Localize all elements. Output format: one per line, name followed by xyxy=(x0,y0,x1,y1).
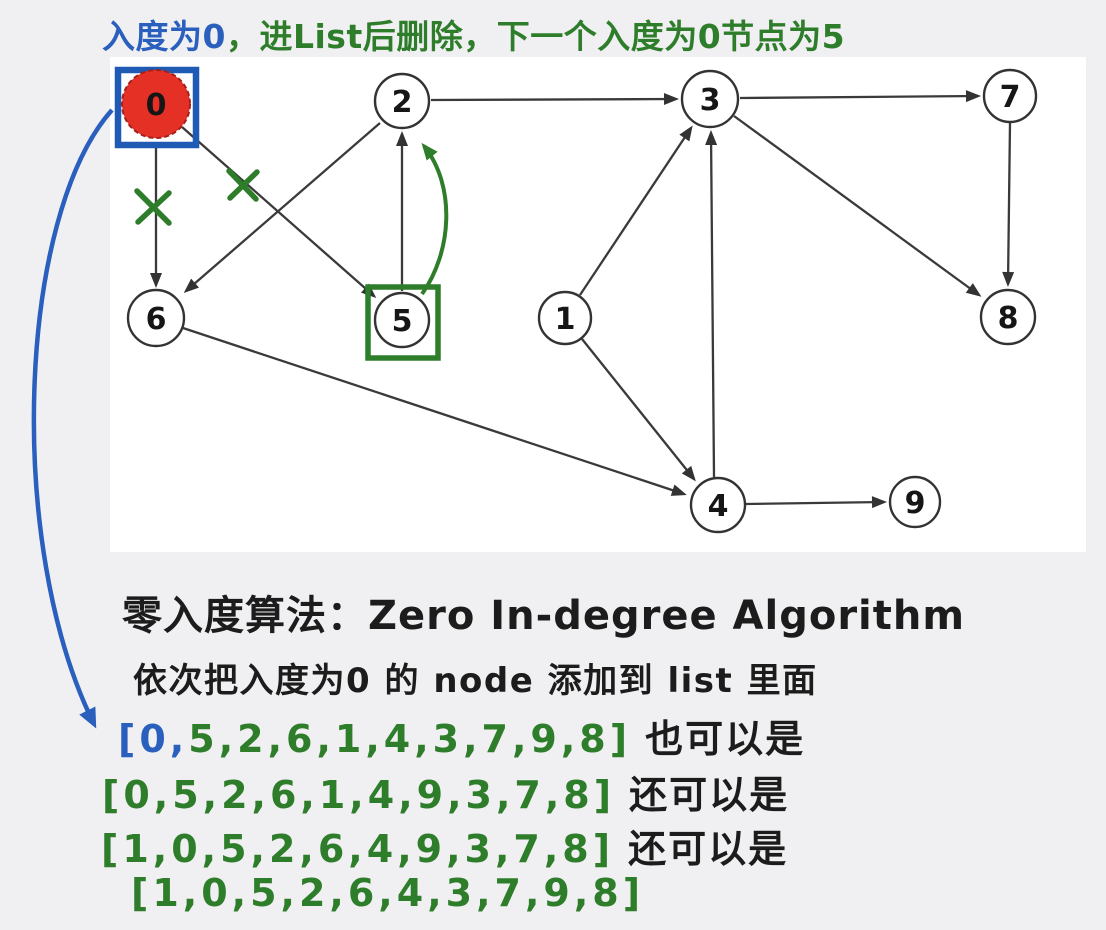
node-8-label: 8 xyxy=(998,301,1019,336)
edge-7-8 xyxy=(1002,122,1015,287)
edge-3-7 xyxy=(739,90,981,103)
green-curved-arrow xyxy=(420,142,449,296)
green-highlight-box xyxy=(365,284,441,361)
node-9-label: 9 xyxy=(905,486,926,521)
ordering-line-4: [1,0,5,2,6,4,3,7,9,8] xyxy=(131,871,644,915)
node-5 xyxy=(373,291,431,349)
top-annotation-blue-part: 入度为0 xyxy=(102,17,226,56)
blue-curved-arrow xyxy=(31,108,114,729)
node-3-label: 3 xyxy=(700,83,721,118)
algorithm-title-cn: 零入度算法： xyxy=(122,593,368,639)
ordering-1-note: 也可以是 xyxy=(645,717,806,761)
edge-1-3 xyxy=(579,125,693,296)
ordering-line-1: [0,5,2,6,1,4,3,7,9,8] 也可以是 xyxy=(118,708,805,763)
node-4 xyxy=(689,476,747,534)
node-7-label: 7 xyxy=(1000,80,1021,115)
node-3 xyxy=(680,69,740,129)
algorithm-subtitle: 依次把入度为0 的 node 添加到 list 里面 xyxy=(133,661,818,701)
node-8 xyxy=(979,288,1037,346)
algorithm-title: 零入度算法：Zero In-degree Algorithm xyxy=(122,583,965,641)
ordering-line-3: [1,0,5,2,6,4,9,3,7,8] 还可以是 xyxy=(101,818,788,873)
node-0-label: 0 xyxy=(146,88,167,123)
edge-6-4 xyxy=(182,326,687,496)
graph-panel xyxy=(110,57,1086,552)
edge-2-3 xyxy=(430,93,679,106)
ordering-1-green: 5,2,6,1,4,3,7,9,8] xyxy=(188,717,632,761)
node-0 xyxy=(121,69,191,139)
top-annotation-green-part: ，进List后删除，下一个入度为0节点为5 xyxy=(225,17,846,56)
node-1-label: 1 xyxy=(555,302,576,337)
node-2-label: 2 xyxy=(392,85,413,120)
ordering-line-2: [0,5,2,6,1,4,9,3,7,8] 还可以是 xyxy=(102,764,789,819)
edge-4-3 xyxy=(705,130,718,478)
node-7 xyxy=(982,68,1038,124)
node-2 xyxy=(373,72,431,130)
x-mark-icon-edge-0-5 xyxy=(226,168,260,202)
edge-2-6 xyxy=(183,122,381,293)
ordering-1-blue: [0, xyxy=(118,717,189,761)
ordering-3-note: 还可以是 xyxy=(628,827,789,871)
ordering-2-green: [0,5,2,6,1,4,9,3,7,8] xyxy=(102,773,616,817)
node-1 xyxy=(537,290,593,346)
node-4-label: 4 xyxy=(708,489,729,524)
ordering-4-green: [1,0,5,2,6,4,3,7,9,8] xyxy=(131,871,645,915)
algorithm-title-en: Zero In-degree Algorithm xyxy=(368,593,966,639)
edge-3-8 xyxy=(733,115,982,297)
edge-4-9 xyxy=(745,496,887,509)
top-annotation: 入度为0，进List后删除，下一个入度为0节点为5 xyxy=(102,10,845,58)
node-6 xyxy=(126,288,186,348)
ordering-3-green: [1,0,5,2,6,4,9,3,7,8] xyxy=(101,827,615,871)
node-6-label: 6 xyxy=(146,302,167,337)
node-5-label: 5 xyxy=(392,304,413,339)
node-9 xyxy=(888,475,942,529)
x-mark-icon-edge-0-6 xyxy=(134,188,172,226)
ordering-2-note: 还可以是 xyxy=(629,773,790,817)
edge-1-4 xyxy=(581,338,696,482)
